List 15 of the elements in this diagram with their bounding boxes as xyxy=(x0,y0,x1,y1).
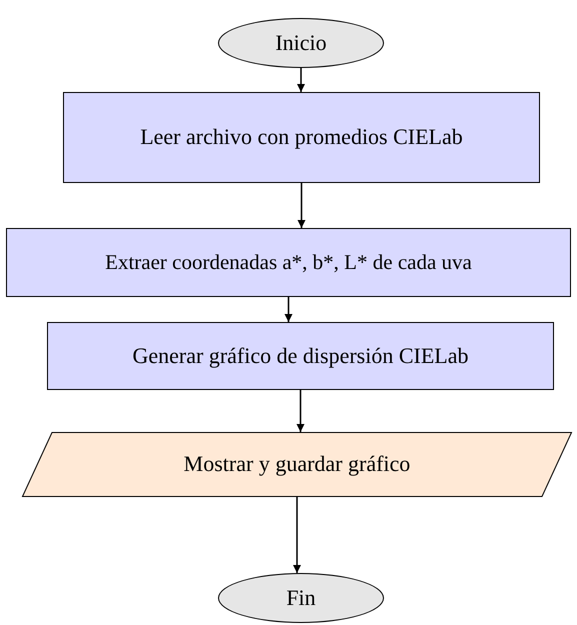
node-text: Mostrar y guardar gráfico xyxy=(184,451,410,478)
arrow xyxy=(297,68,305,92)
node-text: Leer archivo con promedios CIELab xyxy=(140,124,463,151)
node-text: Fin xyxy=(286,584,316,612)
arrow xyxy=(284,297,292,322)
node-text: Inicio xyxy=(275,30,327,56)
arrow xyxy=(293,497,301,573)
arrow xyxy=(296,390,304,432)
node-text: Generar gráfico de dispersión CIELab xyxy=(132,342,468,370)
arrow xyxy=(298,183,306,228)
process-box xyxy=(6,228,571,297)
node-text: Extraer coordenadas a*, b*, L* de cada uva xyxy=(105,250,472,276)
process-box xyxy=(63,92,540,183)
process-box xyxy=(47,322,554,390)
io-parallelogram xyxy=(22,432,572,497)
